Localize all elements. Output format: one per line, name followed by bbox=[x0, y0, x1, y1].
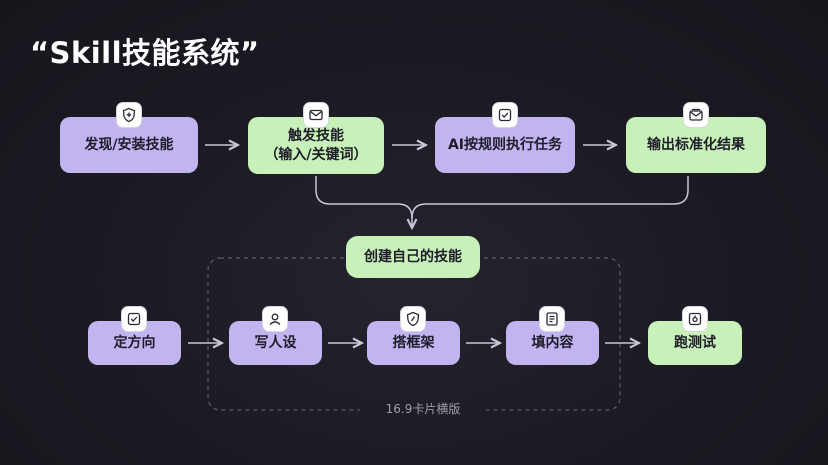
step-label: 发现/安装技能 bbox=[84, 136, 174, 153]
person-icon bbox=[262, 306, 288, 332]
mail-open-icon bbox=[683, 102, 709, 128]
check-box-icon bbox=[492, 102, 518, 128]
check-box-icon bbox=[121, 306, 147, 332]
center-node-label: 创建自己的技能 bbox=[364, 248, 462, 265]
step-label: 搭框架 bbox=[392, 334, 435, 351]
step-label: 输出标准化结果 bbox=[647, 136, 745, 153]
center-node-create-skill: 创建自己的技能 bbox=[346, 236, 480, 278]
step-label: 定方向 bbox=[113, 334, 156, 351]
merge-bracket bbox=[315, 176, 689, 219]
dashed-frame-caption: 16.9卡片横版 bbox=[360, 400, 486, 417]
document-icon bbox=[539, 306, 565, 332]
step-label: AI按规则执行任务 bbox=[447, 136, 563, 153]
envelope-icon bbox=[303, 102, 329, 128]
step-label-line1: 触发技能 bbox=[288, 127, 344, 144]
step-label: 跑测试 bbox=[674, 334, 716, 351]
step-fill-content: 填内容 bbox=[506, 321, 599, 365]
step-label-line2: （输入/关键词） bbox=[264, 146, 368, 163]
page-title: “Skill技能系统” bbox=[30, 36, 260, 70]
step-label: 填内容 bbox=[531, 334, 574, 351]
step-label: 写人设 bbox=[254, 334, 297, 351]
plus-shield-icon bbox=[116, 102, 142, 128]
brush-shield-icon bbox=[400, 306, 426, 332]
pulse-box-icon bbox=[682, 306, 708, 332]
step-trigger-skill: 触发技能 （输入/关键词） bbox=[248, 117, 384, 174]
